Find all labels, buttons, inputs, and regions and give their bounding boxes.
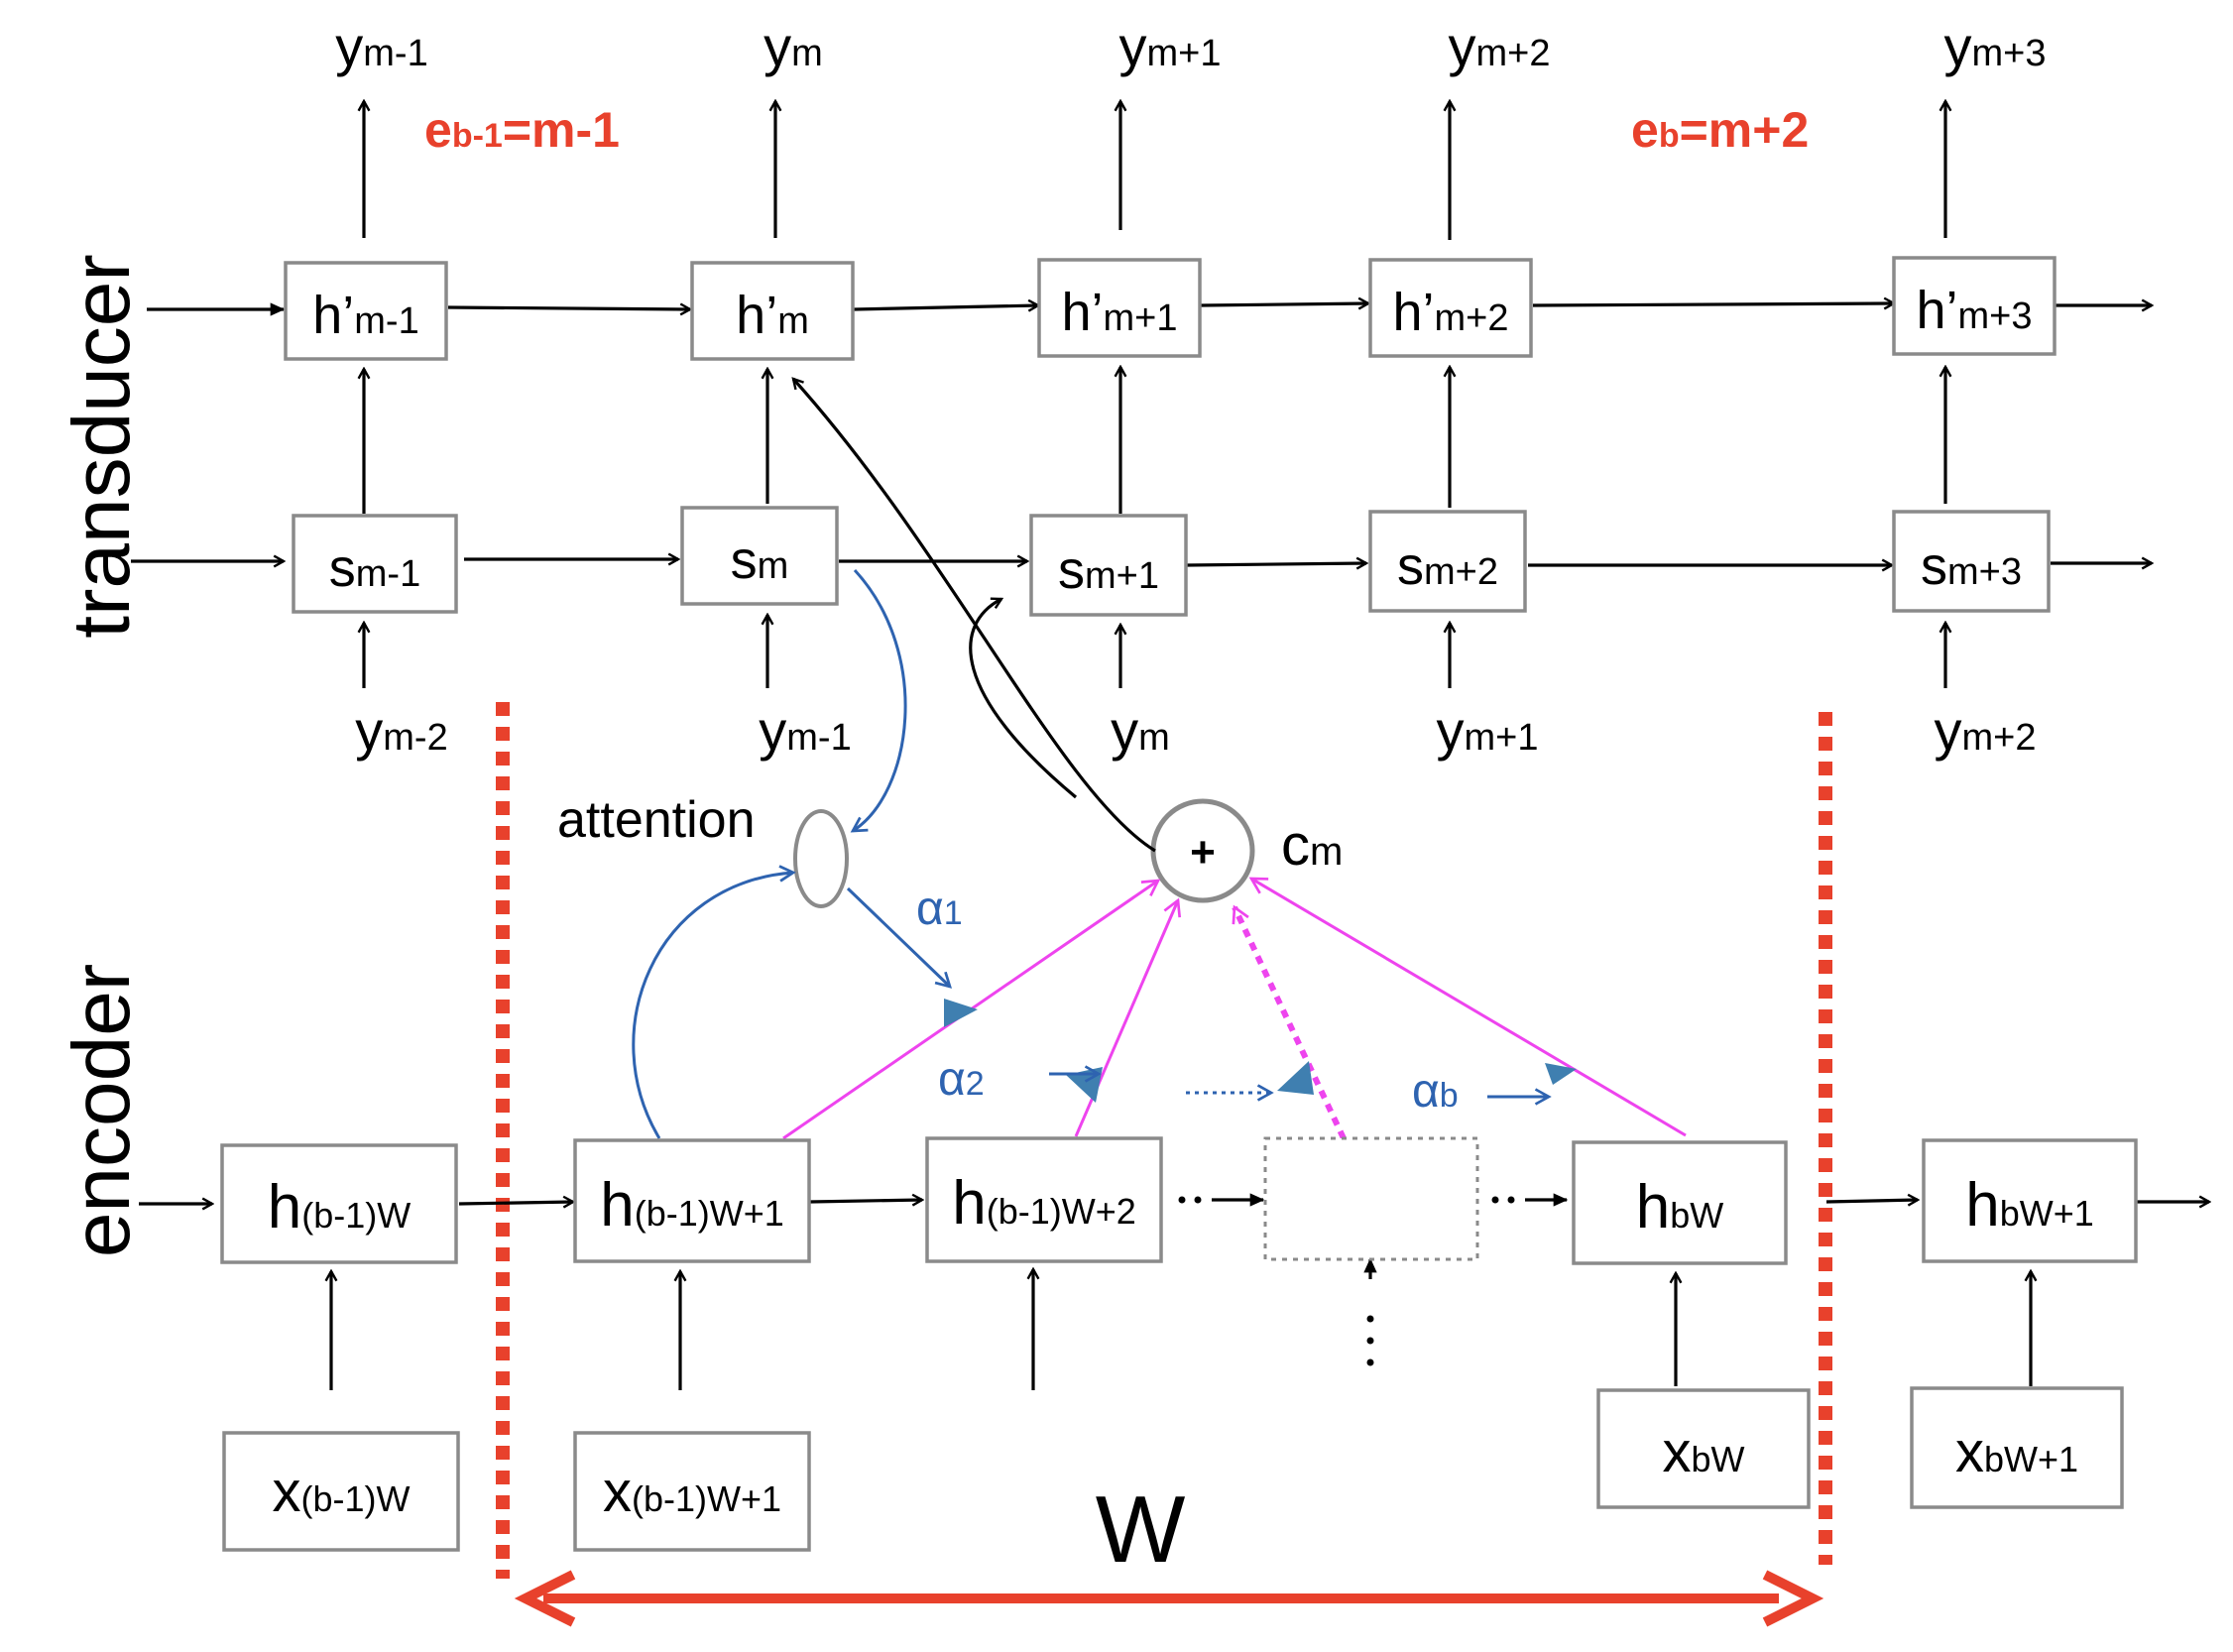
attention-label: attention bbox=[557, 791, 756, 849]
block-end-label-prev: eb-1=m-1 bbox=[424, 102, 620, 158]
transducer-s-state: sm bbox=[680, 506, 839, 606]
transducer-h-row-arrows bbox=[147, 303, 2152, 316]
transducer-h-state: h’m+3 bbox=[1892, 256, 2057, 356]
transducer-output-label: ym+2 bbox=[1449, 15, 1551, 77]
transducer-output-label: ym+3 bbox=[1944, 15, 2047, 77]
alpha-label-b: αb bbox=[1412, 1065, 1459, 1118]
encoder-h-state-label: h(b-1)W+2 bbox=[952, 1169, 1136, 1238]
attention-alpha1-arrow bbox=[846, 886, 953, 989]
encoder-h-state: hbW+1 bbox=[1922, 1138, 2138, 1263]
encoder-input-label: x(b-1)W bbox=[273, 1460, 411, 1524]
transducer-output-label: ym bbox=[764, 15, 823, 77]
transducer-label: transducer bbox=[57, 254, 147, 638]
encoder-input-label: xbW+1 bbox=[1955, 1420, 2078, 1484]
encoder-input-arrows bbox=[331, 1269, 2031, 1390]
context-line-hdots bbox=[1232, 904, 1347, 1140]
transducer-output-label: ym+1 bbox=[1119, 15, 1222, 77]
encoder-h-state: h(b-1)W+2 bbox=[925, 1136, 1163, 1263]
encoder-input: x(b-1)W bbox=[222, 1431, 460, 1552]
weight-triangle bbox=[944, 999, 978, 1027]
weight-triangle bbox=[1545, 1063, 1577, 1085]
encoder-ellipsis-connectors bbox=[1178, 1193, 1569, 1366]
weight-triangle bbox=[1066, 1067, 1103, 1103]
alpha-label-2: α2 bbox=[938, 1053, 985, 1106]
transducer-h-state: h’m-1 bbox=[284, 261, 448, 361]
encoder-label: encoder bbox=[57, 964, 147, 1257]
encoder-h-state-label: h(b-1)W+1 bbox=[600, 1171, 784, 1239]
block-end-label-current: eb=m+2 bbox=[1631, 102, 1809, 158]
transducer-input-label: ym-1 bbox=[759, 699, 851, 762]
encoder-h-state: hbW bbox=[1572, 1140, 1788, 1265]
output-arrows bbox=[364, 101, 1945, 240]
encoder-h-state-label: hbW+1 bbox=[1965, 1171, 2094, 1239]
context-label: cm bbox=[1281, 813, 1343, 878]
transducer-h-state-label: h’m-1 bbox=[312, 286, 418, 345]
context-to-s-next-curve bbox=[969, 599, 1078, 799]
context-to-hm-curve bbox=[793, 379, 1156, 853]
transducer-s-state: sm+2 bbox=[1368, 510, 1527, 613]
transducer-h-state-label: h’m+1 bbox=[1061, 283, 1177, 342]
transducer-h-state: h’m+1 bbox=[1037, 258, 1202, 358]
alpha-label-1: α1 bbox=[916, 883, 963, 935]
transducer-s-state: sm+1 bbox=[1029, 514, 1188, 617]
transducer-input-label: ym+2 bbox=[1935, 699, 2037, 762]
attention-node bbox=[793, 809, 849, 908]
encoder-input: xbW+1 bbox=[1910, 1386, 2124, 1509]
transducer-input-arrows bbox=[364, 615, 1945, 688]
transducer-h-state-label: h’m bbox=[736, 286, 809, 345]
encoder-row-arrows bbox=[139, 1200, 2209, 1204]
encoder-h-state: h(b-1)W+1 bbox=[573, 1138, 811, 1263]
transducer-input-label: ym bbox=[1111, 699, 1170, 762]
encoder-input-label: x(b-1)W+1 bbox=[603, 1460, 781, 1524]
context-plus-icon: + bbox=[1190, 828, 1216, 877]
encoder-h-state-label: hbW bbox=[1636, 1173, 1724, 1241]
transducer-s-state-label: sm-1 bbox=[329, 538, 420, 598]
attention-query-curve bbox=[850, 568, 907, 833]
context-line-h2 bbox=[1074, 897, 1182, 1137]
transducer-s-state-label: sm bbox=[731, 531, 789, 590]
transducer-h-state-label: h’m+2 bbox=[1392, 283, 1508, 342]
transducer-s-state: sm-1 bbox=[292, 514, 458, 614]
s-to-h-arrows bbox=[364, 367, 1945, 514]
transducer-input-label: ym-2 bbox=[355, 699, 447, 762]
attention-key-curve bbox=[632, 865, 796, 1139]
window-label: W bbox=[1096, 1476, 1186, 1583]
transducer-h-state-label: h’m+3 bbox=[1916, 281, 2032, 340]
encoder-input-label: xbW bbox=[1663, 1420, 1745, 1484]
transducer-s-state: sm+3 bbox=[1892, 510, 2051, 613]
transducer-h-state: h’m+2 bbox=[1368, 258, 1533, 358]
window-double-arrow bbox=[514, 1570, 1824, 1627]
encoder-h-state-label: h(b-1)W bbox=[268, 1173, 411, 1241]
transducer-s-state-label: sm+1 bbox=[1058, 540, 1159, 600]
weight-triangle bbox=[1277, 1061, 1314, 1095]
transducer-s-state-label: sm+3 bbox=[1921, 536, 2022, 596]
transducer-input-label: ym+1 bbox=[1437, 699, 1539, 762]
transducer-h-state: h’m bbox=[690, 261, 855, 361]
transducer-output-label: ym-1 bbox=[335, 15, 427, 77]
encoder-h-state: h(b-1)W bbox=[220, 1143, 458, 1264]
encoder-input: xbW bbox=[1596, 1388, 1811, 1509]
context-line-hbW bbox=[1248, 877, 1687, 1137]
encoder-h-state-placeholder bbox=[1263, 1136, 1479, 1261]
transducer-s-state-label: sm+2 bbox=[1397, 536, 1498, 596]
encoder-input: x(b-1)W+1 bbox=[573, 1431, 811, 1552]
